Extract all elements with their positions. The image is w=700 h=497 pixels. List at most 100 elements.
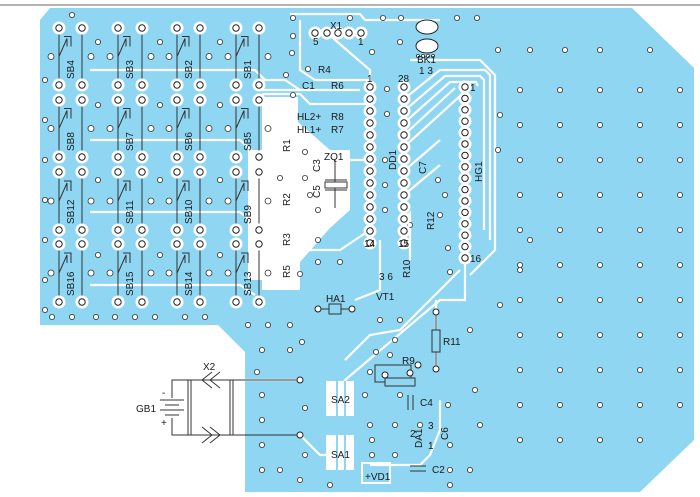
- label-hg1-pin1: 1: [470, 83, 476, 94]
- via: [637, 87, 644, 94]
- via: [496, 301, 503, 308]
- bk1-pin: [430, 54, 435, 59]
- via: [258, 346, 265, 353]
- label-ha1: HA1: [326, 294, 346, 305]
- hg1-pin: [461, 197, 469, 205]
- mount-hole: [106, 197, 114, 205]
- via: [296, 476, 303, 483]
- label-x1-pin5: 5: [313, 37, 319, 48]
- label-sb9: SB9: [243, 205, 254, 224]
- switch-pad: [138, 81, 146, 89]
- switch-contact: [235, 38, 245, 57]
- label-r4: R4: [318, 65, 331, 76]
- switch-actuator: [241, 252, 249, 263]
- switch-pad: [55, 168, 63, 176]
- via: [527, 47, 534, 54]
- hg1-pin: [461, 163, 469, 171]
- dd1-pin: [400, 191, 408, 199]
- switch-pad: [232, 168, 240, 176]
- mount-hole: [147, 197, 155, 205]
- switch-sb13: SB13: [224, 237, 272, 309]
- label-r10: R10: [402, 259, 413, 278]
- connector-x2-symbol: [200, 371, 304, 444]
- via: [471, 386, 478, 393]
- label-c1: C1: [302, 81, 315, 92]
- via: [637, 122, 644, 129]
- switch-contact: [176, 254, 186, 274]
- bk1-pin: [415, 54, 420, 59]
- switch-actuator: [241, 180, 249, 191]
- label-sb4: SB4: [66, 60, 77, 79]
- label-sb13: SB13: [243, 271, 254, 296]
- via: [368, 451, 375, 458]
- switch-pad: [255, 24, 263, 32]
- via: [391, 336, 398, 343]
- via: [557, 401, 564, 408]
- switch-pad: [255, 226, 263, 234]
- dd1-pin: [366, 239, 374, 247]
- via: [156, 102, 163, 109]
- hg1-pin: [461, 220, 469, 228]
- via: [69, 313, 76, 320]
- via: [557, 122, 564, 129]
- switch-pad: [196, 81, 204, 89]
- switch-pad: [173, 24, 181, 32]
- via: [446, 481, 453, 488]
- mount-hole: [87, 53, 95, 60]
- label-bk1-pins: 1 3: [419, 66, 433, 77]
- switch-contact: [176, 110, 186, 129]
- via: [446, 441, 453, 448]
- switch-sb2: SB2: [165, 21, 213, 92]
- switch-actuator: [123, 180, 131, 191]
- via: [527, 236, 534, 243]
- via: [391, 421, 398, 428]
- dd1-pin: [366, 215, 374, 223]
- mount-hole: [205, 269, 213, 277]
- mount-hole: [224, 125, 232, 132]
- via: [677, 401, 684, 408]
- dd1-pin: [366, 131, 374, 139]
- bk1-pad: [415, 19, 439, 35]
- via: [361, 391, 368, 398]
- label-c3: C3: [312, 159, 323, 172]
- switch-pad: [114, 168, 122, 176]
- switch-contact: [235, 110, 245, 129]
- dd1-pin: [400, 215, 408, 223]
- switch-pad: [55, 226, 63, 234]
- mount-hole: [165, 125, 173, 132]
- via: [383, 111, 390, 118]
- switch-pad: [114, 96, 122, 104]
- via: [42, 196, 49, 203]
- dd1-pin: [366, 167, 374, 175]
- via: [383, 86, 390, 93]
- label-r9: R9: [402, 356, 415, 367]
- label-c4: C4: [420, 398, 433, 409]
- switch-sa2-footprint: [326, 381, 354, 416]
- via: [637, 156, 644, 163]
- mount-hole: [264, 269, 272, 277]
- via: [557, 226, 564, 233]
- via: [381, 181, 388, 188]
- dd1-pin: [400, 143, 408, 151]
- switch-actuator: [123, 36, 131, 47]
- via: [306, 191, 313, 198]
- via: [496, 112, 503, 119]
- label-sb2: SB2: [184, 60, 195, 79]
- via: [466, 466, 473, 473]
- dd1-pin: [366, 107, 374, 115]
- label-da1-pin3: 3: [428, 421, 434, 432]
- switch-pad: [173, 153, 181, 161]
- hg1-pin: [461, 106, 469, 114]
- mount-hole: [87, 269, 95, 277]
- label-sb15: SB15: [125, 271, 136, 296]
- switch-pad: [55, 81, 63, 89]
- via: [517, 87, 524, 94]
- mount-hole: [165, 269, 173, 277]
- switch-sb5: SB5: [224, 93, 272, 164]
- switch-pad: [138, 298, 146, 306]
- via: [181, 313, 188, 320]
- label-sb14: SB14: [184, 271, 195, 296]
- bk1-pin: [420, 54, 425, 59]
- via: [216, 39, 223, 46]
- via: [368, 49, 375, 56]
